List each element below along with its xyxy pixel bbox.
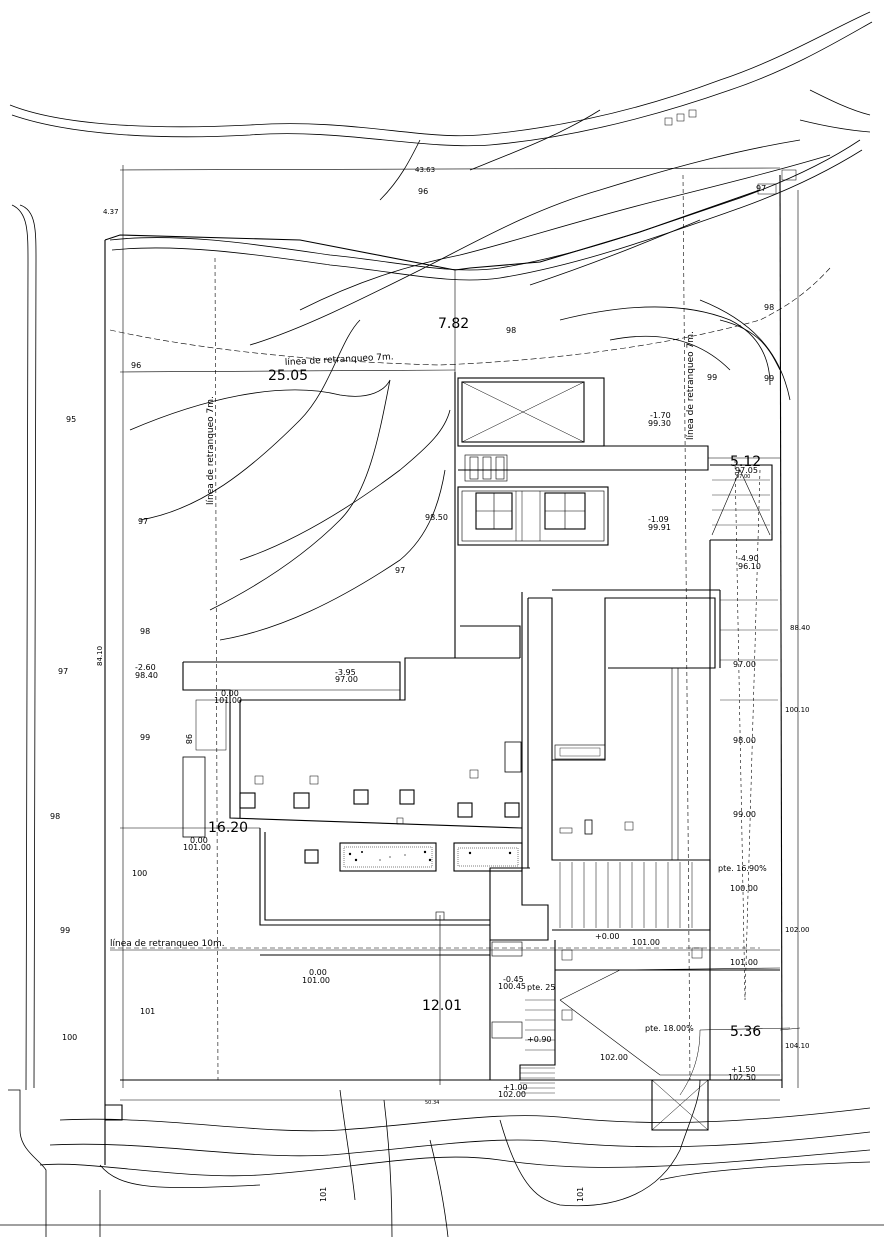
dim-setback-left: 25.05 — [268, 368, 308, 384]
dim-bottom-width: 50.34 — [425, 1100, 439, 1106]
level-label: 98.50 — [425, 513, 448, 522]
dim-right-height: 88.40 — [790, 624, 810, 632]
level-label: 99.00 — [733, 810, 756, 819]
contour-label: 96 — [418, 187, 428, 196]
contour-label: 95 — [66, 415, 76, 424]
dim-right-bottom-gap: 5.36 — [730, 1024, 761, 1040]
level-label: 0.00 — [190, 836, 208, 845]
dim-right-tick-bottom: 104.10 — [785, 1042, 810, 1050]
dimension-lines — [110, 165, 801, 1101]
dim-right-top-gap: 5.12 — [730, 454, 761, 470]
contour-label: 99 — [140, 733, 150, 742]
contour-labels: 96 96 97 98 98 99 99 95 97 98 97 99 98 1… — [50, 184, 774, 1202]
level-label: 101.00 — [214, 696, 242, 705]
contour-label: 98 — [50, 812, 60, 821]
contour-label: 99 — [707, 373, 717, 382]
level-label: 101.00 — [730, 958, 758, 967]
level-label: 98.40 — [135, 671, 158, 680]
level-label: 102.50 — [728, 1073, 756, 1082]
level-label: -3.95 — [335, 668, 356, 677]
level-label: -0.45 — [503, 975, 524, 984]
slope-label: pte. 18.00% — [645, 1024, 694, 1033]
contour-label: 98 — [764, 303, 774, 312]
dim-setback-top: 7.82 — [438, 316, 469, 332]
contour-label: 99 — [764, 374, 774, 383]
contour-label: 97 — [395, 566, 405, 575]
level-label: -1.70 — [650, 411, 671, 420]
planter-texture — [348, 850, 512, 862]
setback-label-left: línea de retranqueo 7m. — [206, 396, 216, 505]
contour-label: 101 — [576, 1187, 585, 1202]
contour-label: 101 — [140, 1007, 155, 1016]
level-label: +0.90 — [527, 1035, 552, 1044]
setback-label-bottom: línea de retranqueo 10m. — [110, 939, 225, 949]
level-label: 100.45 — [498, 982, 526, 991]
building-footprint — [182, 109, 797, 1131]
level-label: 97.05 — [735, 466, 758, 475]
contour-label: 100 — [132, 869, 147, 878]
dim-mid-width: 16.20 — [208, 820, 248, 836]
setback-label-right: línea de retranqueo 7m. — [686, 331, 696, 440]
level-label: -2.60 — [135, 663, 156, 672]
level-label: 96.10 — [738, 562, 761, 571]
level-label: 101.00 — [183, 843, 211, 852]
dim-top-offset: 4.37 — [103, 208, 119, 216]
contour-label: 98 — [184, 734, 193, 744]
contour-label: 98 — [140, 627, 150, 636]
contour-label: 97 — [58, 667, 68, 676]
contour-label: 101 — [319, 1187, 328, 1202]
level-label: 99.30 — [648, 419, 671, 428]
level-label: 0.00 — [309, 968, 327, 977]
plot-boundary — [104, 174, 783, 1165]
level-label: -4.90 — [738, 554, 759, 563]
level-label: 101.00 — [302, 976, 330, 985]
level-label: 97.00 — [335, 675, 358, 684]
contour-label: 99 — [60, 926, 70, 935]
dim-top-width: 43.63 — [415, 166, 435, 174]
level-label: 0.00 — [221, 689, 239, 698]
level-label: 102.00 — [600, 1053, 628, 1062]
contour-label: 100 — [62, 1033, 77, 1042]
level-label: 102.00 — [498, 1090, 526, 1099]
level-label: 100.00 — [730, 884, 758, 893]
contour-label: 97 — [756, 184, 766, 193]
level-label: +1.50 — [731, 1065, 756, 1074]
contour-label: 96 — [131, 361, 141, 370]
setback-curve-top — [109, 267, 831, 366]
level-label: 97.00 — [733, 660, 756, 669]
level-labels: 98.50 97.00 98.00 99.00 100.00 101.00 10… — [135, 411, 761, 1099]
contour-label: 97 — [138, 517, 148, 526]
slope-label: pte. 25 — [527, 983, 555, 992]
level-label: 97.00 — [736, 474, 750, 480]
terrain-lines — [0, 11, 884, 1237]
dim-bottom-depth: 12.01 — [422, 998, 462, 1014]
level-label: 99.91 — [648, 523, 671, 532]
level-label: +0.00 — [595, 932, 620, 941]
setback-label-top: línea de retranqueo 7m. — [285, 352, 394, 368]
level-label: 101.00 — [632, 938, 660, 947]
slope-labels: pte. 16.90% pte. 18.00% pte. 25 — [527, 864, 767, 1033]
level-label: 98.00 — [733, 736, 756, 745]
contour-label: 98 — [506, 326, 516, 335]
dim-right-tick-top: 100.10 — [785, 706, 810, 714]
dim-left-height: 84.10 — [96, 646, 104, 666]
slope-label: pte. 16.90% — [718, 864, 767, 873]
level-label: +1.00 — [503, 1083, 528, 1092]
dim-right-tick-mid: 102.00 — [785, 926, 810, 934]
level-label: -1.09 — [648, 515, 669, 524]
